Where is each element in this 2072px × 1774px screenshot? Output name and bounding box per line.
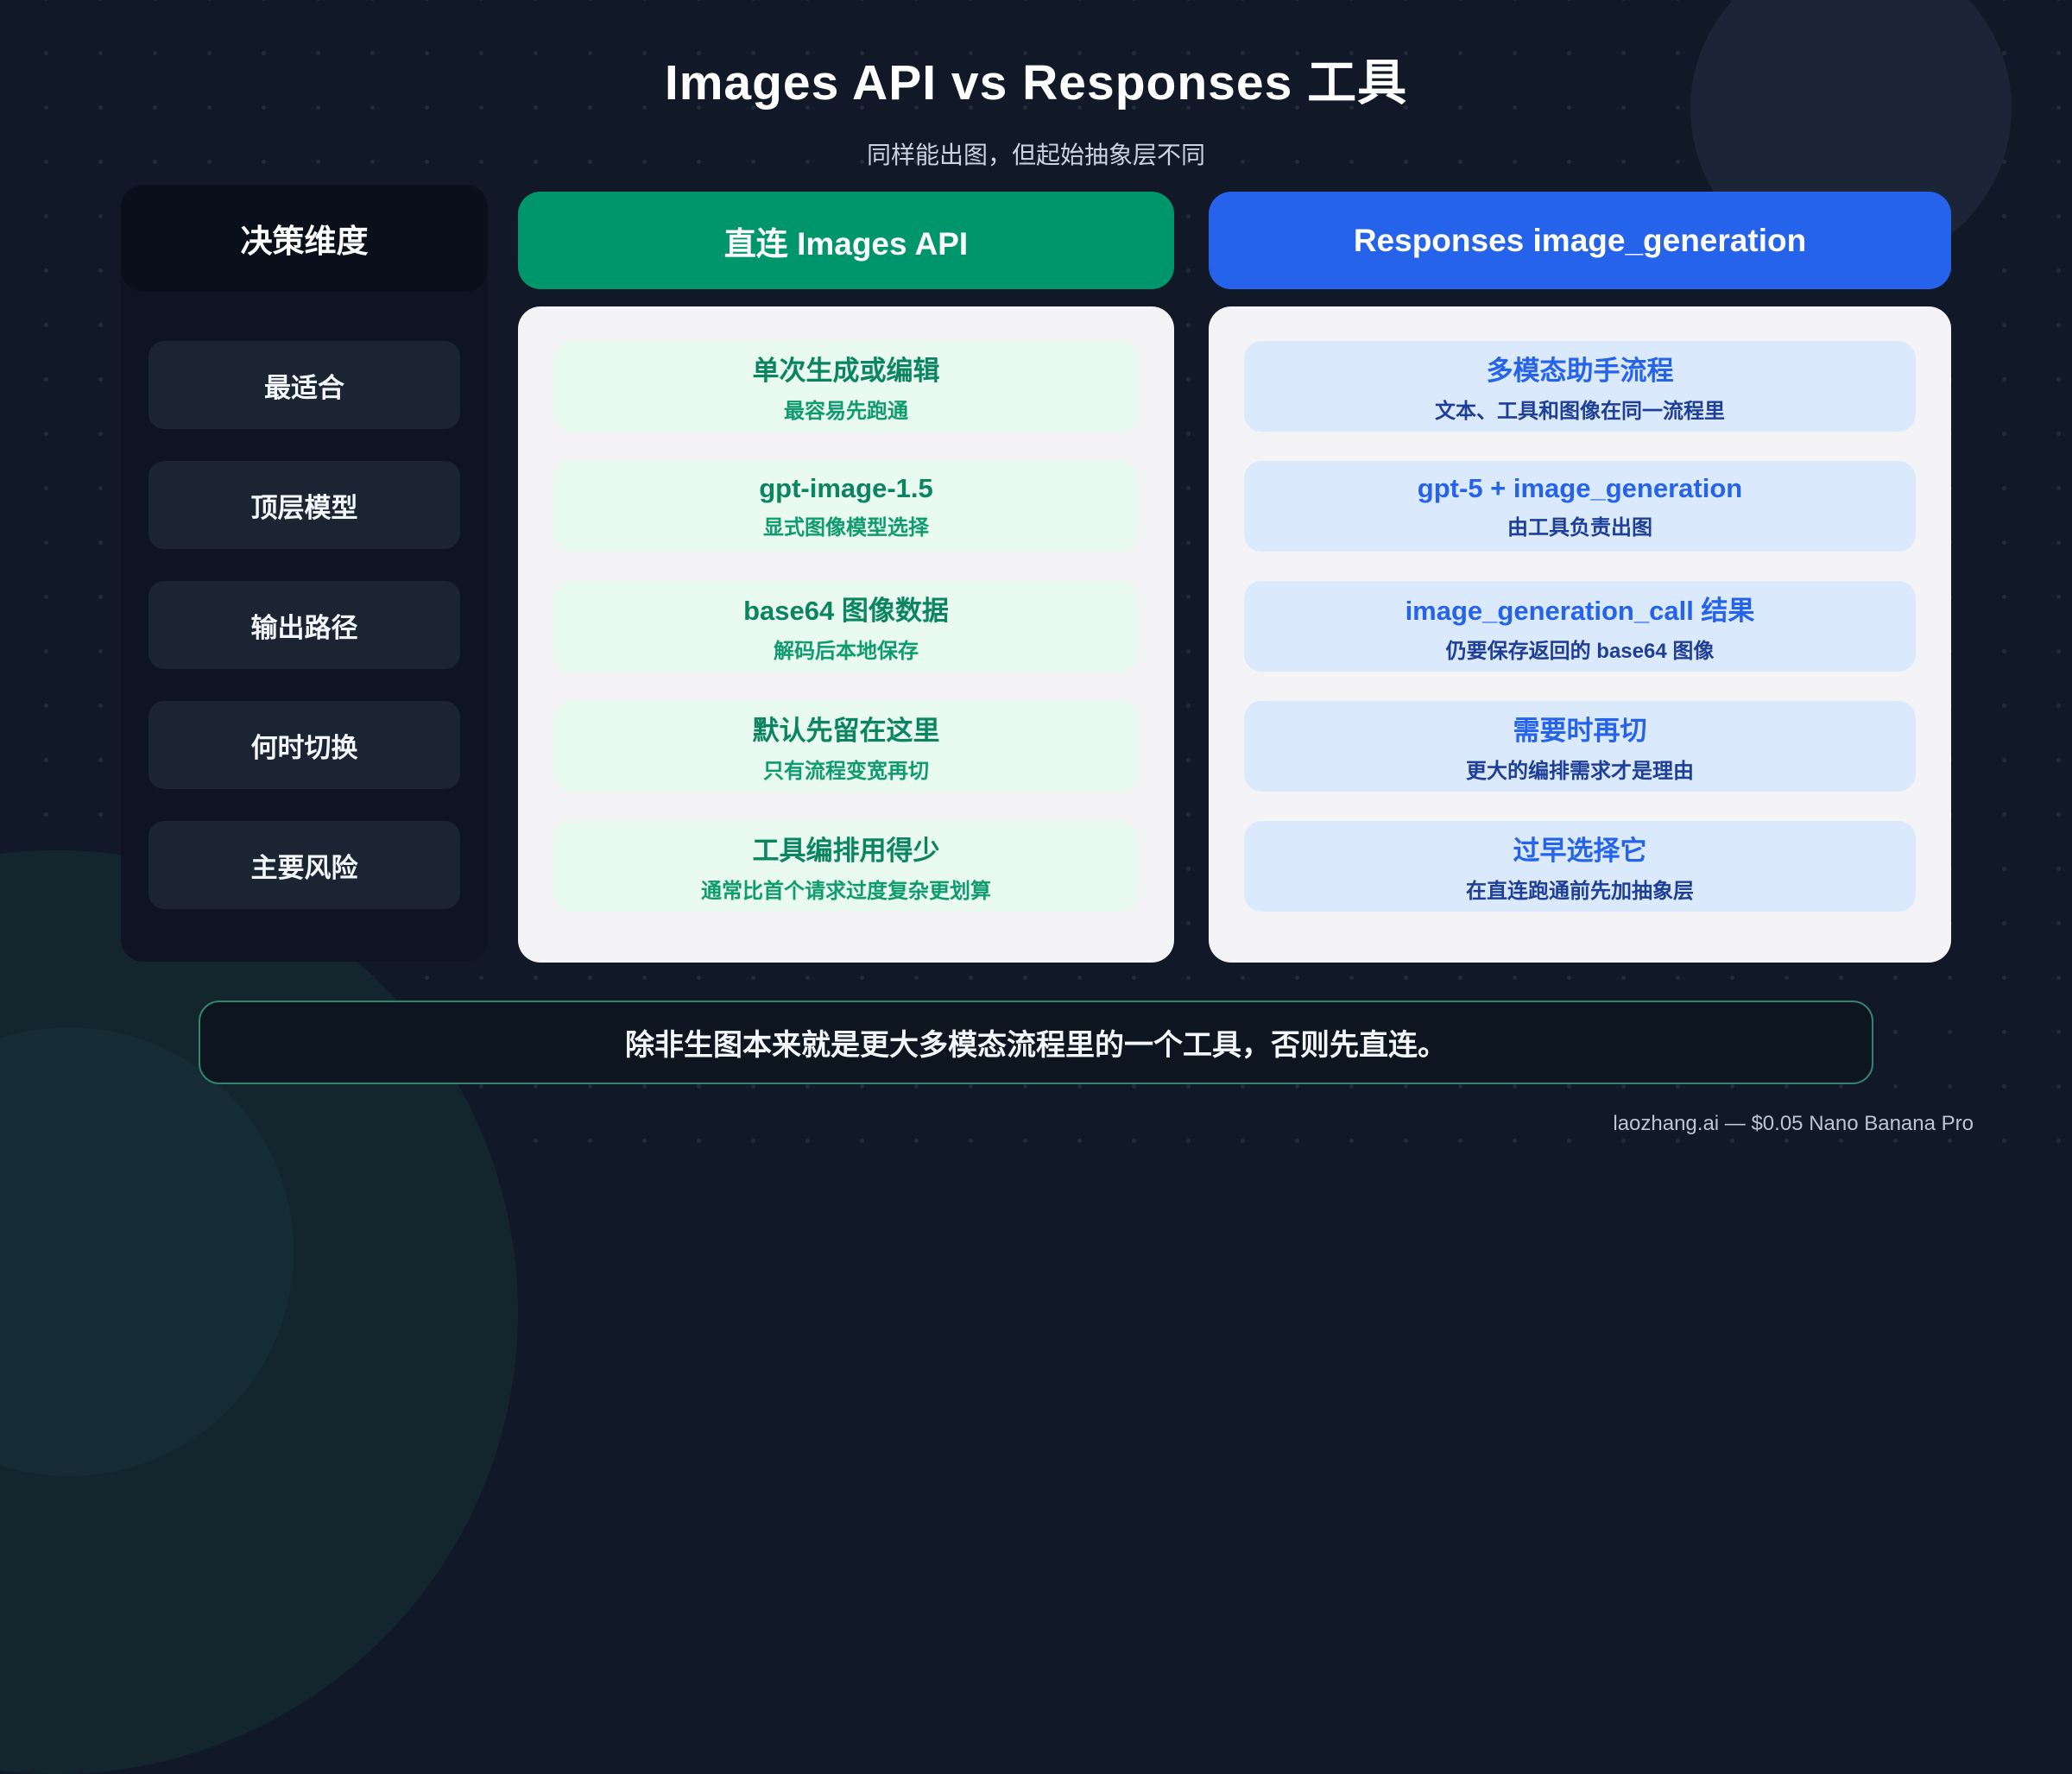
responses-cell-when-to-switch: 需要时再切 更大的编排需求才是理由 (1244, 701, 1916, 792)
cell-subtitle: 更大的编排需求才是理由 (1466, 760, 1694, 783)
decision-dimensions-header: 决策维度 (121, 185, 488, 292)
cell-title: 过早选择它 (1513, 836, 1647, 866)
cell-title: gpt-5 + image_generation (1417, 472, 1743, 503)
cell-subtitle: 文本、工具和图像在同一流程里 (1435, 400, 1725, 423)
decision-dimensions-rows: 最适合 顶层模型 输出路径 何时切换 主要风险 (121, 341, 488, 909)
cell-title: gpt-image-1.5 (759, 472, 933, 503)
dimension-row-main-risk: 主要风险 (148, 821, 460, 909)
responses-cell-main-risk: 过早选择它 在直连跑通前先加抽象层 (1244, 821, 1916, 912)
cell-subtitle: 解码后本地保存 (774, 640, 919, 663)
decision-dimensions-panel: 决策维度 最适合 顶层模型 输出路径 何时切换 主要风险 (121, 185, 488, 962)
page-title: Images API vs Responses 工具 (664, 55, 1408, 110)
cell-title: 工具编排用得少 (752, 836, 940, 866)
cell-title: 单次生成或编辑 (752, 356, 940, 386)
cell-title: image_generation_call 结果 (1405, 596, 1755, 626)
dimension-row-output-path: 输出路径 (148, 581, 460, 669)
images-api-column: 直连 Images API 单次生成或编辑 最容易先跑通 gpt-image-1… (518, 192, 1174, 963)
responses-cell-top-model: gpt-5 + image_generation 由工具负责出图 (1244, 461, 1916, 552)
page-header: Images API vs Responses 工具 同样能出图，但起始抽象层不… (0, 43, 2072, 171)
cell-subtitle: 由工具负责出图 (1507, 515, 1652, 540)
page-subtitle: 同样能出图，但起始抽象层不同 (866, 142, 1205, 168)
cell-subtitle: 在直连跑通前先加抽象层 (1466, 880, 1694, 903)
cell-subtitle: 显式图像模型选择 (763, 515, 929, 540)
images-api-cell-when-to-switch: 默认先留在这里 只有流程变宽再切 (553, 701, 1139, 792)
dimension-row-best-fit: 最适合 (148, 341, 460, 429)
cell-subtitle: 最容易先跑通 (784, 400, 908, 423)
cell-subtitle: 通常比首个请求过度复杂更划算 (701, 880, 991, 903)
cell-title: 默认先留在这里 (752, 716, 940, 746)
responses-cell-best-fit: 多模态助手流程 文本、工具和图像在同一流程里 (1244, 341, 1916, 432)
images-api-cell-main-risk: 工具编排用得少 通常比首个请求过度复杂更划算 (553, 821, 1139, 912)
images-api-cell-best-fit: 单次生成或编辑 最容易先跑通 (553, 341, 1139, 432)
cell-title: 多模态助手流程 (1486, 356, 1674, 386)
responses-tool-column-header: Responses image_generation (1209, 192, 1951, 289)
responses-tool-column: Responses image_generation 多模态助手流程 文本、工具… (1209, 192, 1951, 963)
responses-cell-output-path: image_generation_call 结果 仍要保存返回的 base64 … (1244, 581, 1916, 672)
images-api-column-header: 直连 Images API (518, 192, 1174, 289)
responses-tool-column-body: 多模态助手流程 文本、工具和图像在同一流程里 gpt-5 + image_gen… (1209, 306, 1951, 963)
cell-subtitle: 只有流程变宽再切 (763, 760, 929, 783)
images-api-cell-output-path: base64 图像数据 解码后本地保存 (553, 581, 1139, 672)
footer-credit: laozhang.ai — $0.05 Nano Banana Pro (1613, 1112, 1974, 1135)
images-api-cell-top-model: gpt-image-1.5 显式图像模型选择 (553, 461, 1139, 552)
cell-title: 需要时再切 (1513, 716, 1647, 746)
cell-title: base64 图像数据 (743, 596, 949, 626)
dimension-row-top-model: 顶层模型 (148, 461, 460, 549)
bottom-takeaway-banner: 除非生图本来就是更大多模态流程里的一个工具，否则先直连。 (199, 1001, 1873, 1084)
images-api-column-body: 单次生成或编辑 最容易先跑通 gpt-image-1.5 显式图像模型选择 ba… (518, 306, 1174, 963)
cell-subtitle: 仍要保存返回的 base64 图像 (1445, 640, 1715, 663)
dimension-row-when-to-switch: 何时切换 (148, 701, 460, 789)
